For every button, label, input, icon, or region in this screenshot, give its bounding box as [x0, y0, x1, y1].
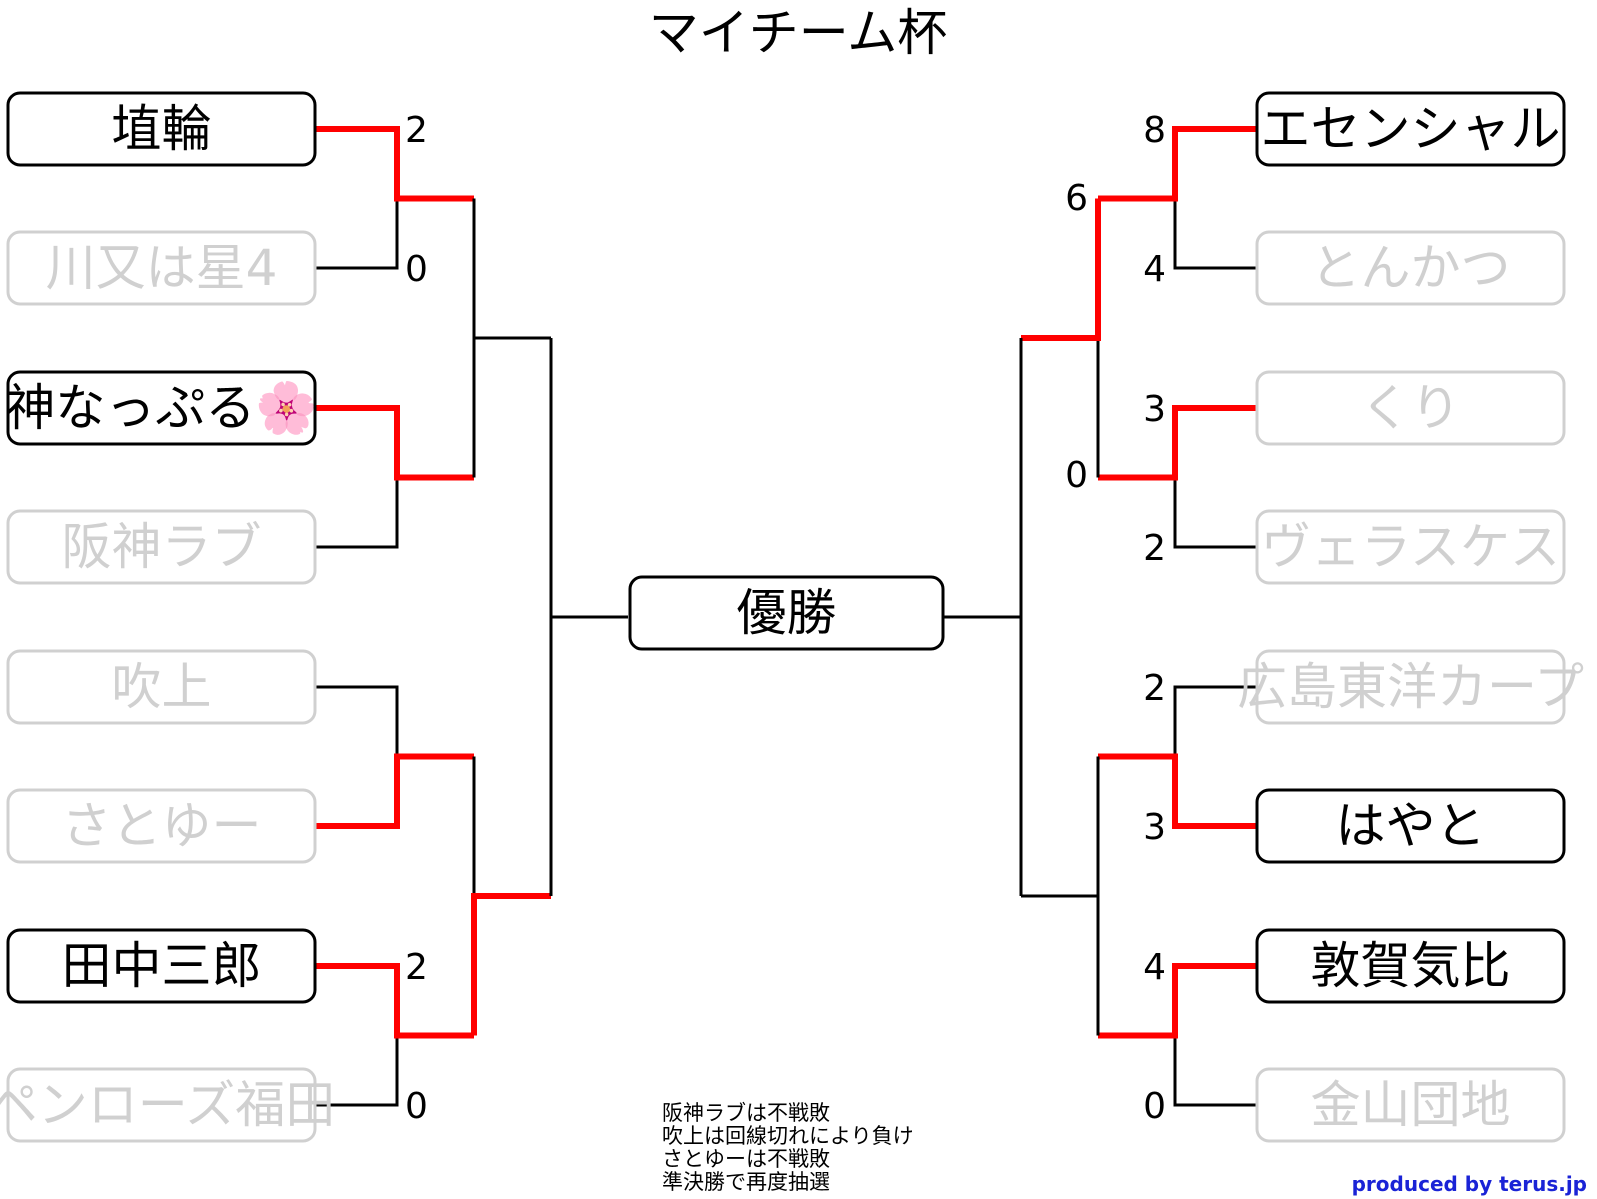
- note-line: 吹上は回線切れにより負け: [662, 1124, 914, 1148]
- score-labels: 2 0 2 0 8 4 3 2 2 3 4 0 6 0: [405, 110, 1166, 1127]
- score-label: 4: [1143, 947, 1166, 988]
- team-name: はやと: [1336, 797, 1486, 855]
- right-team-box: 金山団地: [1255, 1067, 1566, 1143]
- bracket-line: [943, 615, 1023, 896]
- score-label: 0: [1143, 1086, 1166, 1127]
- score-label: 2: [405, 110, 428, 151]
- note-line: 準決勝で再度抽選: [662, 1170, 830, 1194]
- right-team-box: ヴェラスケス: [1255, 509, 1566, 585]
- team-box-frame: [1255, 928, 1566, 1004]
- winner-path: [1098, 753, 1257, 829]
- bracket-line: [1173, 477, 1257, 549]
- winner-path: [1098, 126, 1257, 202]
- winner-path: [471, 893, 551, 1036]
- team-box-frame: [1255, 509, 1566, 585]
- team-box-frame: [1255, 91, 1566, 167]
- winner-path: [1021, 198, 1101, 341]
- right-team-box: エセンシャル: [1255, 91, 1566, 167]
- team-box-frame: [1255, 230, 1566, 306]
- team-name: ペンローズ福田: [0, 1076, 335, 1134]
- bracket-title: マイチーム杯: [649, 4, 948, 62]
- team-box-frame: [1255, 788, 1566, 864]
- winner-path: [315, 963, 474, 1039]
- team-name: 優勝: [737, 584, 837, 642]
- team-box-frame: [6, 928, 317, 1004]
- note-line: 阪神ラブは不戦敗: [662, 1101, 830, 1125]
- left-team-box: さとゆー: [6, 788, 317, 864]
- left-team-box: 神なっぷる🌸: [5, 370, 318, 446]
- team-name: 川又は星4: [46, 239, 278, 297]
- score-label: 2: [405, 947, 428, 988]
- winner-path: [315, 126, 474, 202]
- team-name: さとゆー: [62, 797, 262, 855]
- bracket-line: [549, 615, 628, 896]
- right-team-box: 広島東洋カープ: [1237, 649, 1584, 725]
- team-box-frame: [6, 509, 317, 585]
- winner-path: [1098, 963, 1257, 1039]
- team-box-frame: [1255, 649, 1566, 725]
- team-name: 吹上: [112, 658, 212, 716]
- notes: 阪神ラブは不戦敗 吹上は回線切れにより負け さとゆーは不戦敗 準決勝で再度抽選: [662, 1102, 914, 1194]
- left-team-box: 吹上: [6, 649, 317, 725]
- team-name: とんかつ: [1311, 239, 1511, 297]
- team-name: 神なっぷる🌸: [5, 379, 317, 437]
- left-team-box: ペンローズ福田: [0, 1067, 335, 1143]
- winner-path: [1098, 405, 1257, 481]
- bracket-line: [315, 477, 399, 549]
- team-name: エセンシャル: [1261, 100, 1561, 158]
- score-label: 0: [405, 249, 428, 290]
- score-label: 8: [1143, 110, 1166, 151]
- team-box-frame: [6, 370, 317, 446]
- bracket-line: [472, 336, 551, 478]
- team-box-frame: [1255, 370, 1566, 446]
- team-name: 阪神ラブ: [62, 518, 262, 576]
- left-team-box: 阪神ラブ: [6, 509, 317, 585]
- score-label: 6: [1065, 178, 1088, 219]
- bracket-line: [315, 1035, 399, 1107]
- score-label: 2: [1143, 668, 1166, 709]
- team-name: 田中三郎: [62, 937, 262, 995]
- team-box-frame: [6, 91, 317, 167]
- team-name: 埴輪: [112, 100, 212, 158]
- winner-path: [315, 405, 474, 481]
- team-box-frame: [628, 575, 945, 651]
- score-label: 0: [405, 1086, 428, 1127]
- bracket-line: [1173, 685, 1257, 757]
- bracket-line: [315, 685, 399, 757]
- team-box-frame: [6, 1067, 317, 1143]
- team-name: 金山団地: [1311, 1076, 1511, 1134]
- bracket-line: [1173, 1035, 1257, 1107]
- team-box-frame: [1255, 1067, 1566, 1143]
- left-team-box: 埴輪: [6, 91, 317, 167]
- team-name: 広島東洋カープ: [1237, 658, 1584, 716]
- score-label: 0: [1065, 455, 1088, 496]
- right-team-box: とんかつ: [1255, 230, 1566, 306]
- note-line: さとゆーは不戦敗: [662, 1147, 830, 1171]
- team-box-frame: [6, 230, 317, 306]
- bracket-line: [1021, 894, 1100, 1036]
- score-label: 3: [1143, 389, 1166, 430]
- left-team-box: 川又は星4: [6, 230, 317, 306]
- bracket-line: [315, 198, 399, 270]
- bracket-line: [1173, 198, 1257, 270]
- team-box-frame: [6, 788, 317, 864]
- winner-path: [315, 753, 474, 829]
- score-label: 2: [1143, 528, 1166, 569]
- team-name: くり: [1361, 379, 1461, 437]
- bracket-lines: [315, 126, 1257, 1107]
- team-box-frame: [6, 649, 317, 725]
- team-name: 敦賀気比: [1311, 937, 1511, 995]
- score-label: 3: [1143, 807, 1166, 848]
- team-name: ヴェラスケス: [1261, 518, 1560, 576]
- champion-box: 優勝: [628, 575, 945, 651]
- score-label: 4: [1143, 249, 1166, 290]
- credit-link[interactable]: produced by terus.jp: [1351, 1172, 1587, 1196]
- right-team-box: はやと: [1255, 788, 1566, 864]
- right-team-box: くり: [1255, 370, 1566, 446]
- left-team-box: 田中三郎: [6, 928, 317, 1004]
- right-team-box: 敦賀気比: [1255, 928, 1566, 1004]
